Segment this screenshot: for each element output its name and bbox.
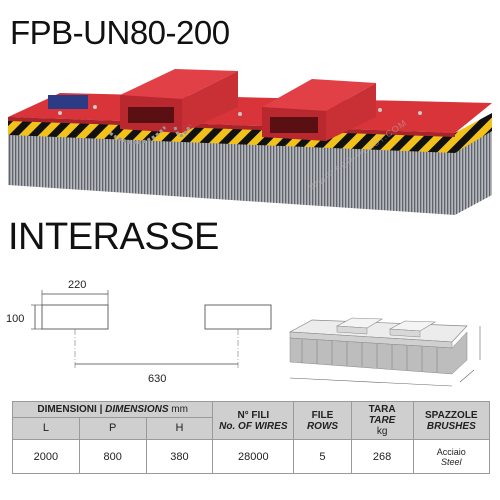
- brand-plate: [48, 95, 88, 109]
- left-pocket-outline: [41, 304, 109, 330]
- cell-brush-material: Acciaio Steel: [412, 439, 491, 474]
- hazard-strip-side: [455, 113, 492, 153]
- cell-h: 380: [145, 439, 214, 474]
- brushes-header: SPAZZOLE BRUSHES: [412, 401, 491, 440]
- specs-table: DIMENSIONI | DIMENSIONS mm N° FILI No. O…: [11, 401, 491, 474]
- technical-view-drawing: [288, 317, 481, 387]
- fork-pocket-left: [120, 69, 238, 99]
- sweeper-brush-illustration: [8, 69, 492, 215]
- hazard-strip-front: [8, 117, 455, 153]
- col-p-header: P: [78, 417, 147, 440]
- cell-p: 800: [78, 439, 147, 474]
- fork-distance-diagram: 220 100 630: [6, 279, 272, 385]
- distance-dimension-label: 630: [148, 373, 166, 385]
- col-h-header: H: [145, 417, 214, 440]
- cell-wires: 28000: [212, 439, 295, 474]
- tare-header: TARA TARE kg: [350, 401, 414, 440]
- section-title: INTERASSE: [8, 216, 219, 258]
- cell-tare: 268: [350, 439, 414, 474]
- rows-header: FILE ROWS: [293, 401, 352, 440]
- height-dimension-label: 100: [6, 313, 24, 325]
- width-dimension-label: 220: [68, 279, 86, 291]
- product-code: FPB-UN80-200: [10, 14, 230, 51]
- fork-pocket-right: [262, 79, 376, 111]
- cell-l: 2000: [12, 439, 80, 474]
- right-pocket-outline: [204, 304, 272, 330]
- table-row: 2000 800 380 28000 5 268 Acciaio Steel: [12, 439, 491, 474]
- cell-rows: 5: [293, 439, 352, 474]
- wires-header: N° FILI No. OF WIRES: [212, 401, 295, 440]
- col-l-header: L: [12, 417, 80, 440]
- dimensions-header: DIMENSIONI | DIMENSIONS mm: [11, 401, 214, 418]
- safety-chain: [109, 125, 167, 145]
